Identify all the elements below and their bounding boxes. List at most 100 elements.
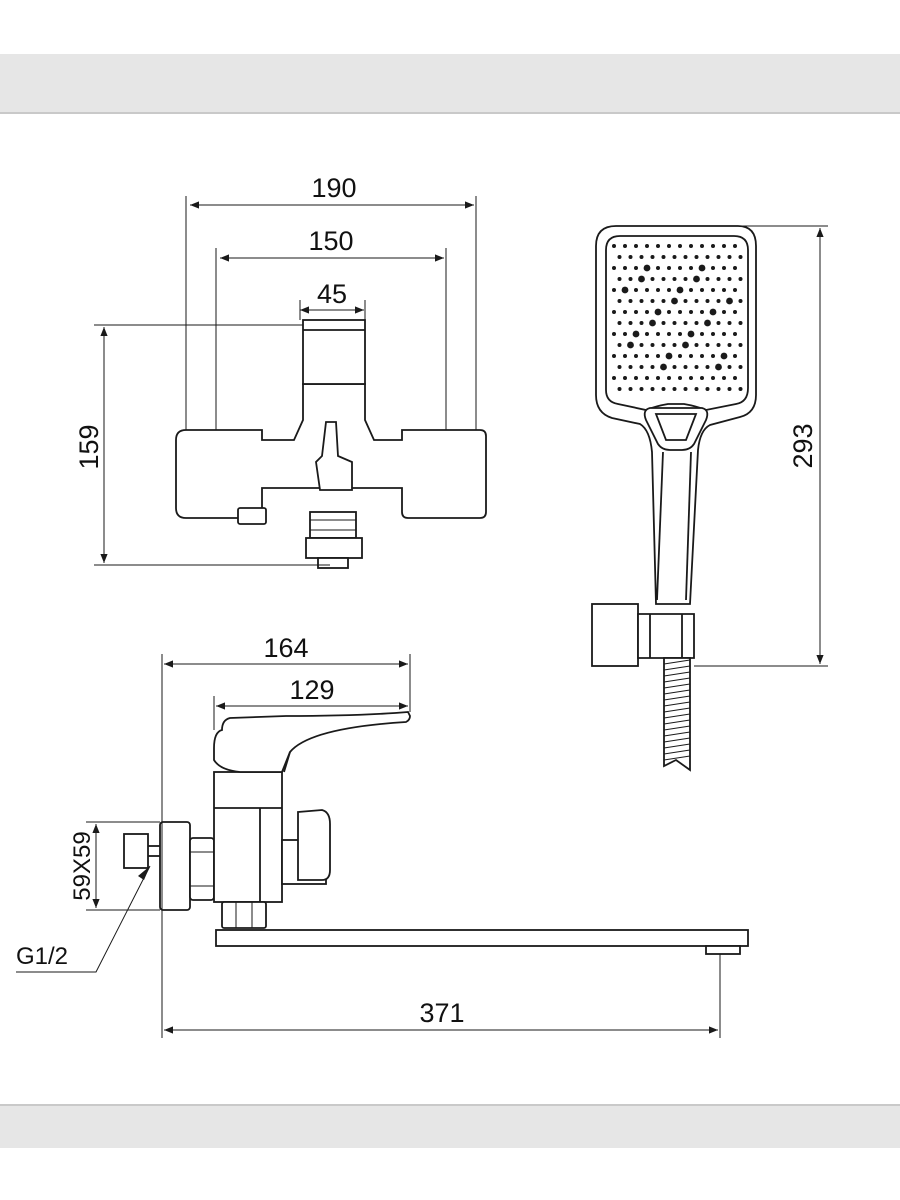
nozzle-dot: [612, 266, 616, 270]
nozzle-dot: [634, 244, 638, 248]
nozzle-dot: [711, 244, 715, 248]
nozzle-dot: [716, 277, 721, 281]
mixer-top-view: [175, 319, 487, 569]
hose-rib: [663, 659, 691, 665]
nozzle-dot: [716, 343, 721, 347]
nozzle-dot: [733, 288, 737, 292]
dim-293: 293: [788, 423, 818, 468]
hose-rib: [663, 683, 691, 689]
hose-rib: [663, 731, 691, 737]
nozzle-dot: [738, 299, 743, 303]
nozzle-dot: [617, 255, 622, 259]
nozzle-dot: [650, 343, 655, 347]
nozzle-dot: [700, 332, 704, 336]
nozzle-dot: [678, 244, 682, 248]
nozzle-dot: [705, 343, 710, 347]
nozzle-dot: [623, 310, 627, 314]
nozzle-dot: [682, 341, 689, 349]
nozzle-dot: [716, 387, 721, 391]
nozzle-dot: [733, 354, 737, 358]
nozzle-dot: [722, 266, 726, 270]
dim-371: 371: [419, 998, 464, 1028]
nozzle-dot: [738, 387, 743, 391]
nozzle-dot: [645, 354, 649, 358]
nozzle-dot: [705, 387, 710, 391]
nozzle-dot: [612, 288, 616, 292]
nozzle-dot: [639, 255, 644, 259]
nozzle-dot: [738, 255, 743, 259]
nozzle-dot: [704, 319, 711, 327]
nozzle-dot: [623, 266, 627, 270]
dim-59x59: 59X59: [69, 831, 96, 900]
dim-190: 190: [311, 173, 356, 203]
nozzle-dot: [722, 288, 726, 292]
nozzle-dot: [726, 297, 733, 305]
nozzle-dot: [678, 310, 682, 314]
nozzle-dot: [705, 277, 710, 281]
nozzle-dot: [654, 308, 662, 316]
nozzle-dot: [683, 321, 688, 325]
nozzle-dot: [660, 363, 667, 371]
nozzle-dot: [705, 365, 710, 369]
nozzle-dot: [634, 376, 638, 380]
nozzle-dot: [672, 343, 677, 347]
nozzle-dot: [627, 341, 634, 349]
shower-head: [591, 225, 757, 772]
nozzle-dot: [628, 277, 633, 281]
nozzle-dot: [698, 264, 706, 272]
nozzle-dot: [667, 332, 671, 336]
dim-g1-2: G1/2: [16, 943, 68, 970]
nozzle-dot: [705, 255, 710, 259]
nozzle-dot: [711, 354, 715, 358]
nozzle-dot: [683, 277, 688, 281]
nozzle-dot: [693, 275, 700, 283]
nozzle-dot: [727, 365, 732, 369]
nozzle-dot: [676, 286, 684, 294]
nozzle-dot: [665, 352, 673, 360]
nozzle-dot: [709, 308, 717, 316]
nozzle-dot: [689, 310, 693, 314]
nozzle-dot: [672, 255, 677, 259]
nozzle-dot: [639, 343, 644, 347]
nozzle-dot: [661, 255, 666, 259]
nozzle-dot: [727, 321, 732, 325]
nozzle-dot: [689, 244, 693, 248]
nozzle-dot: [678, 354, 682, 358]
hose-rib: [663, 713, 691, 719]
dim-164: 164: [263, 633, 308, 663]
nozzle-dot: [612, 332, 616, 336]
nozzle-dot: [621, 286, 629, 294]
nozzle-dot: [628, 321, 633, 325]
nozzle-dot: [711, 376, 715, 380]
nozzle-dot: [678, 376, 682, 380]
nozzle-dot: [700, 244, 704, 248]
nozzle-dot: [650, 277, 655, 281]
hose-rib: [663, 671, 691, 677]
nozzle-dot: [650, 299, 655, 303]
nozzle-dot: [649, 319, 656, 327]
nozzle-dot: [656, 376, 660, 380]
nozzle-dot: [727, 387, 732, 391]
nozzle-dot: [656, 354, 660, 358]
nozzle-dot: [683, 255, 688, 259]
nozzle-dot: [700, 376, 704, 380]
nozzle-dot: [700, 310, 704, 314]
nozzle-dot: [634, 354, 638, 358]
nozzle-dot: [656, 288, 660, 292]
nozzle-dot: [672, 387, 677, 391]
mixer-side-view: [123, 711, 749, 955]
nozzle-dot: [661, 343, 666, 347]
nozzle-dot: [667, 244, 671, 248]
nozzle-dot: [617, 343, 622, 347]
nozzle-dot: [738, 277, 743, 281]
nozzle-dot: [727, 277, 732, 281]
hose-rib: [663, 701, 691, 707]
nozzle-dot: [689, 354, 693, 358]
nozzle-dot: [612, 310, 616, 314]
nozzle-dot: [645, 244, 649, 248]
nozzle-dot: [683, 365, 688, 369]
nozzle-dot: [738, 343, 743, 347]
nozzle-dot: [661, 387, 666, 391]
nozzle-dot: [645, 376, 649, 380]
nozzle-dot: [628, 255, 633, 259]
